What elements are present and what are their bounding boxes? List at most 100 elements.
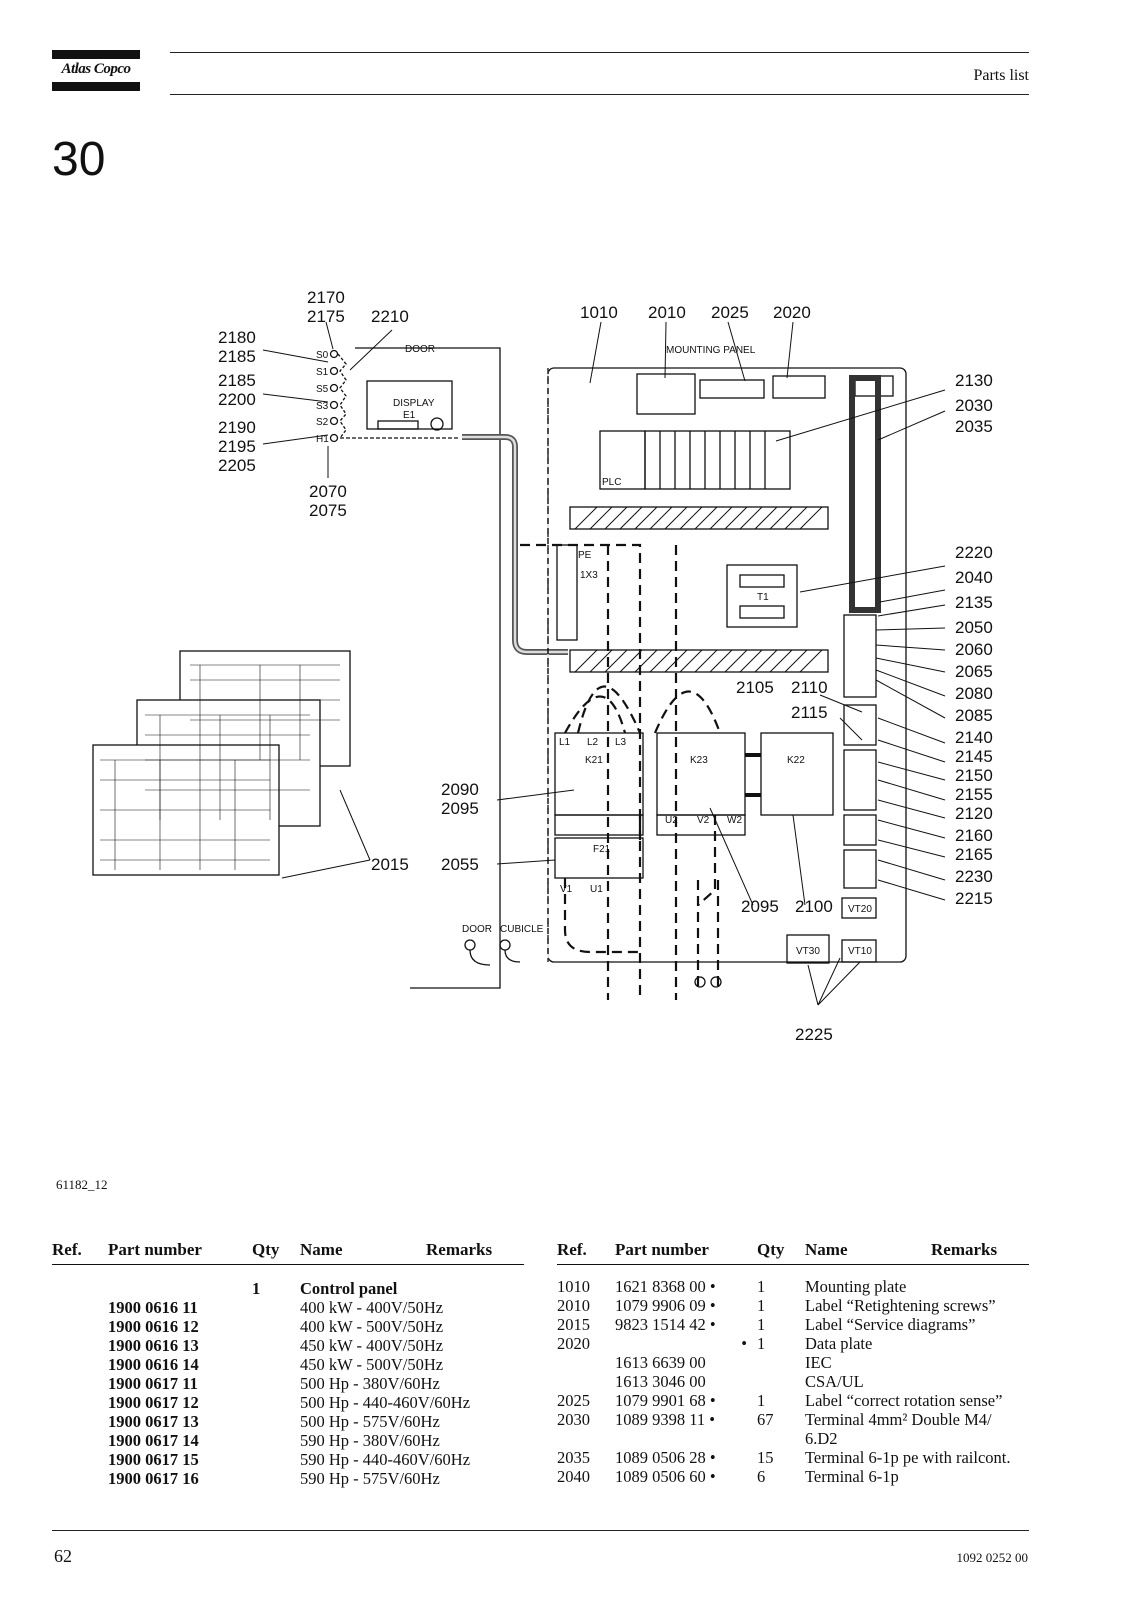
w2-label: W2 [727, 815, 742, 826]
col-ref: Ref. [52, 1240, 108, 1265]
l3-label: L3 [615, 737, 627, 748]
callout-2210: 2210 [371, 307, 409, 326]
callout-2195: 2195 [218, 437, 256, 456]
callout-2105: 2105 [736, 678, 774, 697]
callout-1010: 1010 [580, 303, 618, 322]
callout-2150: 2150 [955, 766, 993, 785]
part-number: 1900 0617 11 [108, 1374, 198, 1393]
table-row: 1900 0616 13 450 kW - 400V/50Hz [52, 1336, 524, 1355]
callout-2010: 2010 [648, 303, 686, 322]
callout-2145: 2145 [955, 747, 993, 766]
part-number: 1079 9906 09 • [615, 1296, 716, 1315]
callout-2040: 2040 [955, 568, 993, 587]
logo-bar-top [52, 50, 140, 59]
callout-2075: 2075 [309, 501, 347, 520]
callout-2090: 2090 [441, 780, 479, 799]
header-rule-top [170, 52, 1029, 53]
part-name: 450 kW - 400V/50Hz [300, 1336, 444, 1355]
s2-label: S2 [316, 417, 329, 428]
table-header-row: Ref. Part number Qty Name Remarks [52, 1240, 524, 1265]
callout-2065: 2065 [955, 662, 993, 681]
qty: 67 [757, 1410, 774, 1429]
part-name: Label “Service diagrams” [805, 1315, 976, 1334]
callout-2225: 2225 [795, 1025, 833, 1044]
part-number: 1900 0616 11 [108, 1298, 198, 1317]
part-number: 1900 0616 13 [108, 1336, 199, 1355]
qty: 1 [757, 1391, 766, 1410]
callout-2115: 2115 [791, 703, 828, 722]
ref: 2035 [557, 1448, 590, 1467]
col-part-number: Part number [108, 1240, 252, 1265]
x3-label: 1X3 [580, 570, 598, 581]
s5-label: S5 [316, 384, 329, 395]
col-remarks: Remarks [931, 1240, 1029, 1265]
ref [557, 1353, 615, 1372]
document-number: 1092 0252 00 [956, 1550, 1029, 1565]
display-label: DISPLAY [393, 398, 435, 409]
s3-label: S3 [316, 401, 329, 412]
callout-2020: 2020 [773, 303, 811, 322]
col-ref: Ref. [557, 1240, 615, 1265]
callout-2025: 2025 [711, 303, 749, 322]
qty: 1 [757, 1315, 766, 1334]
part-number: 1613 6639 00 [615, 1353, 706, 1372]
callout-2155: 2155 [955, 785, 993, 804]
part-number: 1089 0506 60 • [615, 1467, 716, 1486]
l2-label: L2 [587, 737, 599, 748]
company-logo: Atlas Copco [61, 61, 131, 77]
header-rule-bottom [170, 94, 1029, 95]
callout-2120: 2120 [955, 804, 993, 823]
k23-label: K23 [690, 755, 708, 766]
part-number: 1900 0617 14 [108, 1431, 199, 1450]
left-parts-table: Ref. Part number Qty Name Remarks 1 Cont… [52, 1240, 524, 1488]
part-name: 500 Hp - 380V/60Hz [300, 1374, 440, 1393]
part-number: 1900 0617 13 [108, 1412, 199, 1431]
part-number: 1089 0506 28 • [615, 1448, 716, 1467]
callout-2190: 2190 [218, 418, 256, 437]
callout-2130: 2130 [955, 371, 993, 390]
ref: 2010 [557, 1296, 590, 1315]
callout-2200: 2200 [218, 390, 256, 409]
logo-bar-bottom [52, 82, 140, 91]
v1-label: V1 [560, 884, 573, 895]
l1-label: L1 [559, 737, 571, 748]
qty: 1 [757, 1277, 766, 1296]
part-name: 590 Hp - 575V/60Hz [300, 1469, 440, 1488]
part-number: 1900 0616 12 [108, 1317, 199, 1336]
callout-2030: 2030 [955, 396, 993, 415]
part-number: 1900 0617 12 [108, 1393, 199, 1412]
part-name: Data plate [805, 1334, 873, 1353]
u1-label: U1 [590, 884, 603, 895]
part-number: 9823 1514 42 • [615, 1315, 716, 1334]
part-name: 500 Hp - 440-460V/60Hz [300, 1393, 471, 1412]
part-name: 500 Hp - 575V/60Hz [300, 1412, 440, 1431]
callout-2085: 2085 [955, 706, 993, 725]
door-bottom-label: DOOR [462, 924, 492, 935]
callout-2050: 2050 [955, 618, 993, 637]
part-name: 590 Hp - 440-460V/60Hz [300, 1450, 471, 1469]
callout-2060: 2060 [955, 640, 993, 659]
col-name: Name [300, 1240, 426, 1265]
page-number: 62 [54, 1546, 72, 1566]
callout-2095b: 2095 [741, 897, 779, 916]
callout-2135: 2135 [955, 593, 993, 612]
callout-2205: 2205 [218, 456, 256, 475]
col-part-number: Part number [615, 1240, 757, 1265]
callout-2215: 2215 [955, 889, 993, 908]
ref: 2015 [557, 1315, 590, 1334]
col-qty: Qty [757, 1240, 805, 1265]
qty: 6 [757, 1467, 766, 1486]
control-panel-diagram: DOOR DISPLAY E1 MOUNTING PANEL PLC PE 1X… [92, 288, 993, 1044]
qty: 15 [757, 1448, 774, 1467]
footer-rule [52, 1530, 1029, 1531]
pe-label: PE [578, 550, 592, 561]
s1-label: S1 [316, 367, 329, 378]
group-qty: 1 [252, 1279, 261, 1298]
